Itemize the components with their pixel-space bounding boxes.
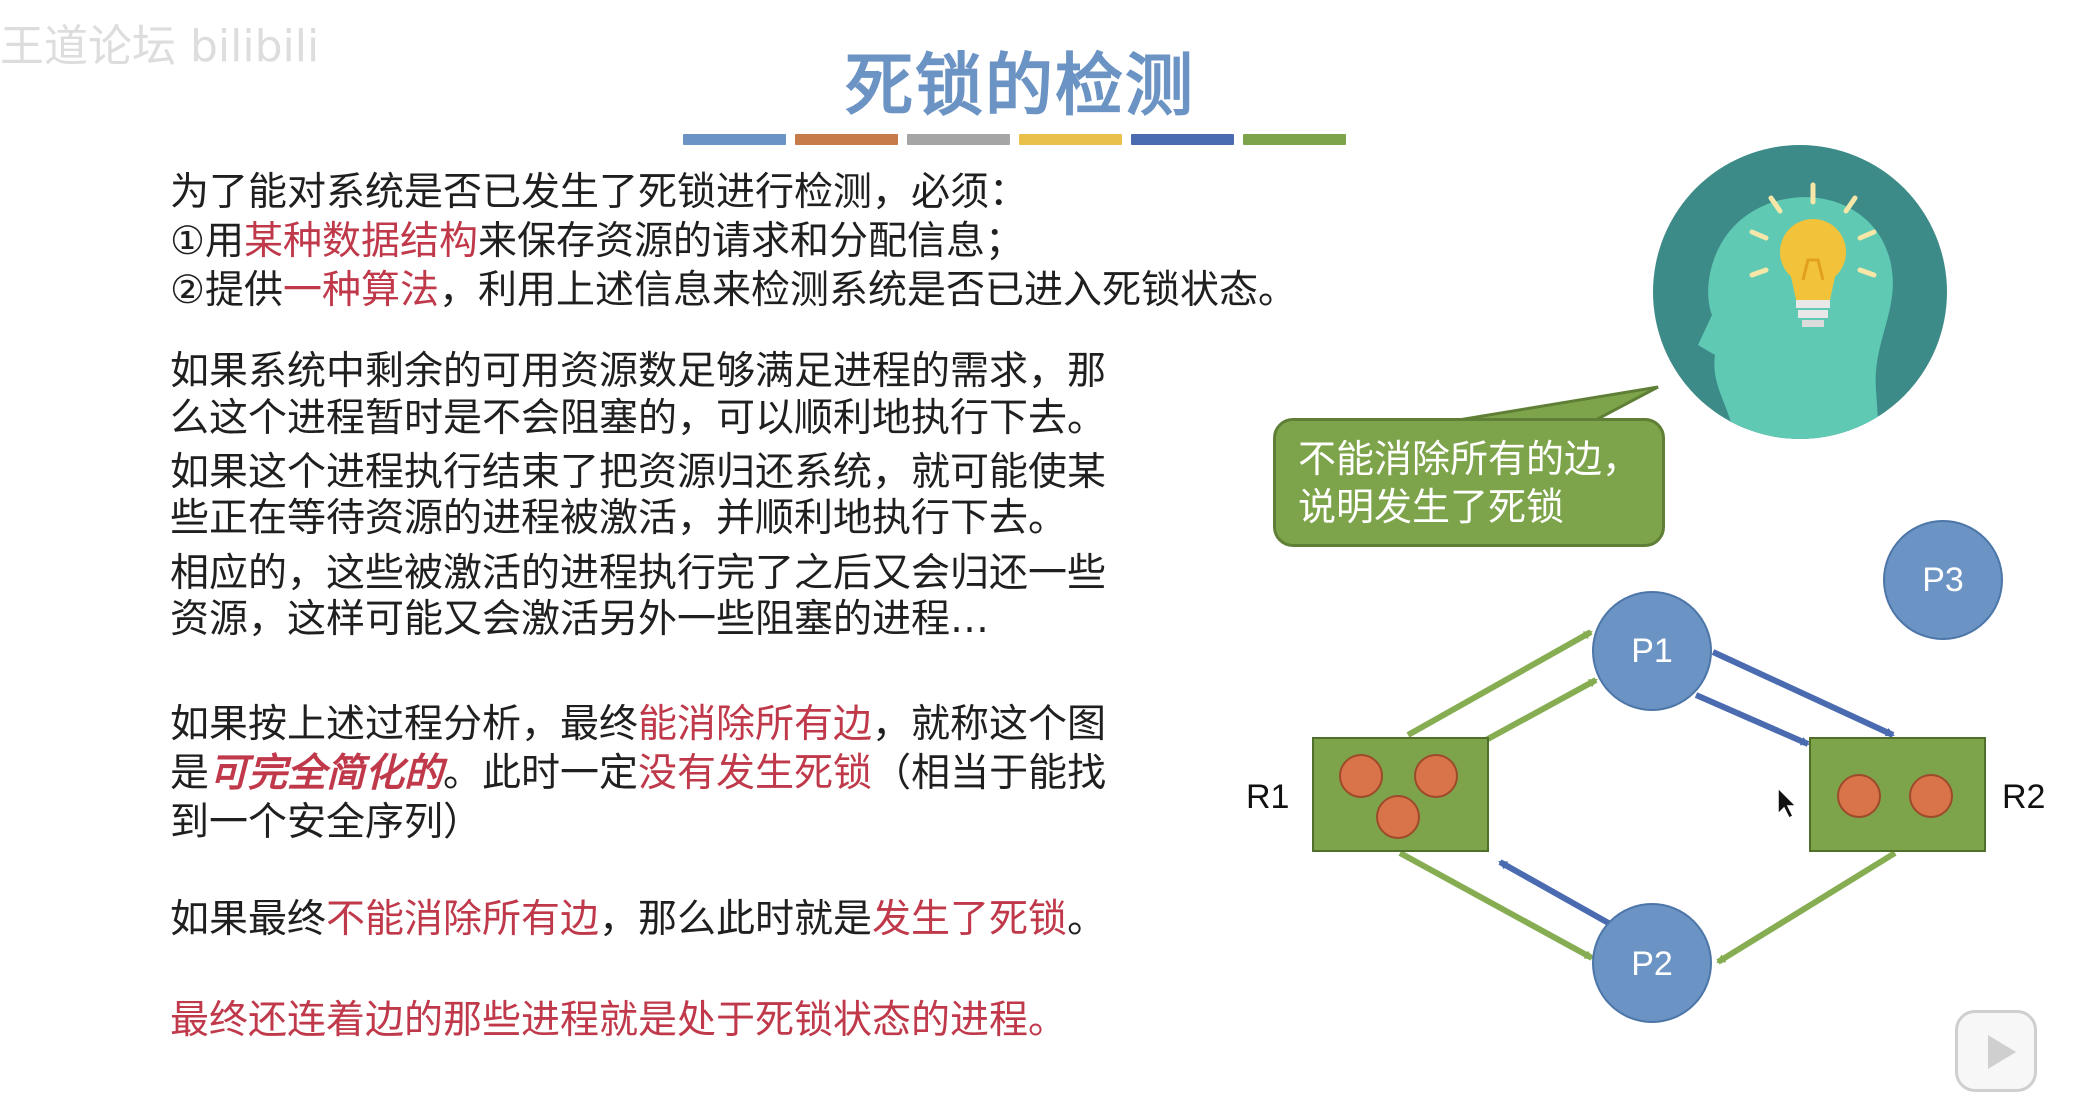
intro-line: ①用某种数据结构来保存资源的请求和分配信息； [170, 219, 1024, 264]
resource-instance [1376, 795, 1420, 839]
resource-label-r2: R2 [2002, 778, 2045, 816]
resource-instance [1909, 774, 1953, 818]
process-label-p2: P2 [1631, 945, 1673, 983]
title-divider [683, 134, 1346, 145]
assign-edge-r1-p1 [1406, 629, 1593, 738]
text-line: 资源，这样可能又会激活另外一些阻塞的进程… [170, 597, 990, 642]
paragraph-5: 如果最终不能消除所有边，那么此时就是发生了死锁。 [170, 897, 1107, 942]
resource-instance [1339, 754, 1383, 798]
request-edge-p1-r2 [1694, 692, 1810, 747]
mouse-cursor-icon [1777, 786, 1798, 820]
resource-r2 [1809, 737, 1986, 852]
text-line: 如果系统中剩余的可用资源数足够满足进程的需求，那 [170, 349, 1107, 394]
resource-label-r1: R1 [1246, 778, 1289, 816]
text-line: 到一个安全序列） [170, 800, 483, 845]
divider-segment [1131, 134, 1234, 145]
resource-r1 [1312, 737, 1489, 852]
request-edge-p2-r1 [1498, 859, 1614, 928]
text-line: 如果按上述过程分析，最终能消除所有边，就称这个图 [170, 702, 1107, 747]
text-line: 相应的，这些被激活的进程执行完了之后又会归还一些 [170, 551, 1107, 596]
paragraph-6: 最终还连着边的那些进程就是处于死锁状态的进程。 [170, 998, 1068, 1043]
resource-instance [1837, 774, 1881, 818]
process-p3: P3 [1883, 520, 2003, 640]
play-button-icon[interactable] [1955, 1010, 2037, 1092]
assign-edge-r2-p2 [1716, 850, 1897, 965]
process-p1: P1 [1592, 591, 1712, 711]
divider-segment [1019, 134, 1122, 145]
assign-edge-r1-p1 [1484, 677, 1598, 743]
paragraph-1: 如果系统中剩余的可用资源数足够满足进程的需求，那 么这个进程暂时是不会阻塞的，可… [170, 348, 1106, 442]
intro-line: ②提供一种算法，利用上述信息来检测系统是否已进入死锁状态。 [170, 268, 1297, 313]
divider-segment [1243, 134, 1346, 145]
callout-line: 不能消除所有的边， [1298, 437, 1641, 481]
callout-line: 说明发生了死锁 [1298, 485, 1565, 529]
paragraph-4: 如果按上述过程分析，最终能消除所有边，就称这个图 是可完全简化的。此时一定没有发… [170, 700, 1106, 847]
process-label-p3: P3 [1922, 561, 1964, 599]
divider-segment [795, 134, 898, 145]
resource-instance [1414, 754, 1458, 798]
request-edge-p1-r2 [1711, 649, 1895, 738]
text-line: 么这个进程暂时是不会阻塞的，可以顺利地执行下去。 [170, 396, 1107, 441]
assign-edge-r1-p2 [1398, 850, 1594, 961]
text-line: 如果这个进程执行结束了把资源归还系统，就可能使某 [170, 450, 1107, 495]
divider-segment [683, 134, 786, 145]
process-label-p1: P1 [1631, 632, 1673, 670]
intro-block: 为了能对系统是否已发生了死锁进行检测，必须： ①用某种数据结构来保存资源的请求和… [170, 168, 1297, 315]
head-lightbulb-icon [1653, 145, 1947, 439]
paragraph-2: 如果这个进程执行结束了把资源归还系统，就可能使某 些正在等待资源的进程被激活，并… [170, 450, 1106, 542]
slide-title: 死锁的检测 [844, 47, 1195, 126]
callout-bubble: 不能消除所有的边， 说明发生了死锁 [1273, 418, 1665, 547]
text-line: 些正在等待资源的进程被激活，并顺利地执行下去。 [170, 496, 1068, 541]
divider-segment [907, 134, 1010, 145]
text-line: 是可完全简化的。此时一定没有发生死锁（相当于能找 [170, 751, 1107, 796]
intro-line: 为了能对系统是否已发生了死锁进行检测，必须： [170, 170, 1029, 215]
paragraph-3: 相应的，这些被激活的进程执行完了之后又会归还一些 资源，这样可能又会激活另外一些… [170, 551, 1106, 643]
process-p2: P2 [1592, 903, 1712, 1023]
watermark: 王道论坛 bilibili [0, 21, 320, 72]
